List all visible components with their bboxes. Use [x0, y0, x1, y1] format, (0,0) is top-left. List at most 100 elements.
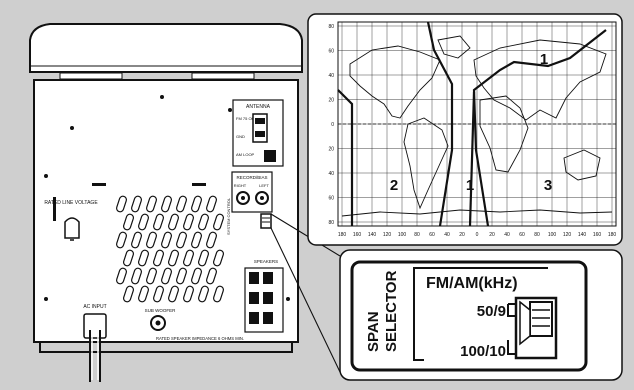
speaker-terminal[interactable] [263, 292, 273, 304]
longitude-tick-label: 60 [429, 232, 435, 238]
vent-slot [116, 231, 127, 249]
longitude-tick-label: 100 [398, 232, 407, 238]
voltage-selector-slot [53, 197, 56, 221]
longitude-tick-label: 140 [578, 232, 587, 238]
vent-slot [116, 195, 127, 213]
vent-slot [153, 249, 164, 267]
vent-slot [123, 285, 134, 303]
vent-slot [213, 249, 224, 267]
vent-slot [161, 195, 172, 213]
ac-input: AC INPUT [83, 304, 107, 382]
selector-side-label: SELECTOR [383, 270, 400, 352]
svg-text:SPEAKERS: SPEAKERS [254, 259, 278, 264]
rear-panel: RATED LINE VOLTAGE ANTENNA FM 75 OHMS GN… [29, 23, 341, 382]
vent-slot [161, 231, 172, 249]
vent-slot [153, 285, 164, 303]
vent-slot [213, 213, 224, 231]
unit-top-shell [29, 23, 303, 73]
vent-slot [176, 231, 187, 249]
rated-line-voltage-label: RATED LINE VOLTAGE [44, 200, 98, 206]
longitude-tick-label: 160 [593, 232, 602, 238]
latitude-tick-label: 40 [328, 73, 334, 79]
vent-slot [183, 213, 194, 231]
vent-slot [191, 231, 202, 249]
longitude-tick-label: 40 [504, 232, 510, 238]
speaker-terminal[interactable] [249, 312, 259, 324]
antenna-terminal-block: ANTENNA FM 75 OHMS GND AM LOOP [232, 99, 284, 167]
vent-slot [176, 195, 187, 213]
vent-slot [168, 249, 179, 267]
voltage-selector-knob [64, 217, 80, 241]
boundary-region2-west [337, 89, 354, 226]
speaker-terminal[interactable] [249, 272, 259, 284]
svg-text:GND: GND [236, 134, 245, 139]
longitude-tick-label: 0 [476, 232, 479, 238]
vent-slot [123, 213, 134, 231]
vent-slot [138, 285, 149, 303]
boundary-region1-south [468, 91, 476, 227]
svg-text:AM LOOP: AM LOOP [236, 152, 255, 157]
south-america-outline [403, 117, 449, 210]
latitude-tick-label: 20 [328, 98, 334, 104]
vent-slot [206, 267, 217, 285]
svg-text:FM 75 OHMS: FM 75 OHMS [236, 116, 261, 121]
eurasia-outline [473, 39, 607, 121]
region-label: 2 [390, 177, 398, 194]
longitude-tick-label: 140 [368, 232, 377, 238]
speaker-terminal[interactable] [263, 272, 273, 284]
longitude-tick-label: 40 [444, 232, 450, 238]
region-label: 3 [544, 177, 552, 194]
vent-slot [168, 285, 179, 303]
longitude-tick-label: 120 [563, 232, 572, 238]
subwoofer-jack-block: SUB WOOFER [145, 308, 177, 331]
selector-header: FM/AM(kHz) [426, 275, 518, 292]
svg-text:SUB WOOFER: SUB WOOFER [145, 308, 177, 313]
vent-slot [213, 285, 224, 303]
power-cord [89, 330, 101, 382]
speaker-terminal[interactable] [249, 292, 259, 304]
vent-slot [198, 285, 209, 303]
selector-option-bottom: 100/10 [460, 343, 506, 360]
africa-outline [479, 95, 529, 173]
longitude-tick-label: 100 [548, 232, 557, 238]
speaker-impedance-note: RATED SPEAKER IMPEDANCE 6 OHMS MIN. [156, 336, 244, 341]
callout-lines [270, 213, 341, 373]
svg-text:RECORD/BIAS: RECORD/BIAS [236, 175, 267, 180]
map-grid [338, 22, 616, 226]
vent-slot [138, 213, 149, 231]
selector-option-top: 50/9 [477, 303, 506, 320]
speaker-terminal[interactable] [263, 312, 273, 324]
boundary-region1-east [472, 29, 607, 227]
speaker-terminal-block: SPEAKERS [244, 259, 284, 333]
vent-slot [161, 267, 172, 285]
longitude-tick-label: 60 [519, 232, 525, 238]
selector-bracket [413, 267, 548, 361]
longitude-tick-label: 80 [414, 232, 420, 238]
north-america-outline [349, 45, 441, 119]
vent-slot [146, 267, 157, 285]
vent-slot [123, 249, 134, 267]
rca-jack-block: RECORD/BIAS RIGHT LEFT [231, 171, 273, 213]
antarctica-outline [341, 209, 613, 217]
span-selector-switch[interactable] [514, 296, 558, 360]
span-switch-on-unit[interactable] [260, 213, 272, 229]
zone-boundaries [337, 21, 607, 227]
vent-slot [116, 267, 127, 285]
ac-input-socket[interactable] [83, 313, 107, 339]
vent-slots-top [59, 72, 255, 80]
selector-side-label: SPAN [365, 311, 382, 352]
vent-slot [146, 231, 157, 249]
ventilation-grille [116, 195, 224, 303]
greenland-outline [437, 35, 471, 59]
vent-slot [146, 195, 157, 213]
longitude-tick-label: 80 [534, 232, 540, 238]
latitude-tick-label: 80 [328, 220, 334, 226]
longitude-tick-label: 180 [608, 232, 617, 238]
vent-slot [198, 249, 209, 267]
longitude-tick-label: 20 [489, 232, 495, 238]
am-antenna-terminal[interactable] [264, 150, 276, 162]
